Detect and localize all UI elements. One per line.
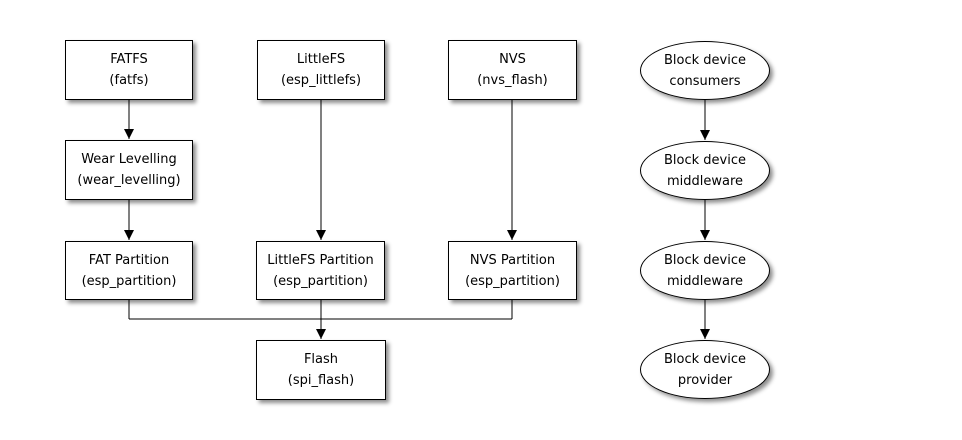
node-littlefs: LittleFS (esp_littlefs)	[257, 40, 385, 100]
node-block-device-middleware-2: Block device middleware	[640, 241, 770, 300]
node-block-device-provider-line2: provider	[677, 372, 733, 388]
node-littlefs-partition-title: LittleFS Partition	[267, 252, 374, 268]
node-flash: Flash (spi_flash)	[256, 340, 386, 400]
node-nvs-partition-title: NVS Partition	[469, 252, 556, 268]
node-block-device-middleware-1-line2: middleware	[666, 173, 744, 189]
node-nvs-title: NVS	[499, 52, 526, 67]
node-block-device-middleware-1-line1: Block device	[664, 152, 746, 168]
node-flash-title: Flash	[303, 352, 339, 367]
node-wear-levelling-title: Wear Levelling	[81, 152, 177, 167]
node-wear-levelling: Wear Levelling (wear_levelling)	[65, 140, 193, 200]
node-fat-partition-subtitle: (esp_partition)	[81, 273, 177, 289]
node-fatfs: FATFS (fatfs)	[65, 40, 193, 100]
node-fat-partition: FAT Partition (esp_partition)	[65, 241, 193, 300]
node-littlefs-subtitle: (esp_littlefs)	[280, 73, 362, 88]
node-nvs: NVS (nvs_flash)	[448, 40, 577, 100]
node-block-device-middleware-1: Block device middleware	[640, 141, 770, 200]
node-littlefs-title: LittleFS	[296, 52, 346, 67]
node-block-device-middleware-2-line1: Block device	[664, 252, 746, 268]
node-fatfs-subtitle: (fatfs)	[109, 73, 149, 88]
node-fatfs-title: FATFS	[110, 52, 148, 67]
node-fat-partition-title: FAT Partition	[88, 252, 170, 268]
node-nvs-partition-subtitle: (esp_partition)	[465, 273, 560, 289]
node-block-device-consumers: Block device consumers	[640, 41, 770, 100]
node-flash-subtitle: (spi_flash)	[287, 373, 355, 388]
node-block-device-middleware-2-line2: middleware	[666, 273, 744, 289]
node-nvs-subtitle: (nvs_flash)	[477, 73, 548, 88]
node-wear-levelling-subtitle: (wear_levelling)	[77, 173, 181, 188]
node-block-device-consumers-line2: consumers	[669, 73, 741, 89]
node-block-device-consumers-line1: Block device	[664, 52, 746, 68]
node-block-device-provider-line1: Block device	[664, 351, 746, 367]
node-littlefs-partition-subtitle: (esp_partition)	[273, 273, 368, 289]
node-nvs-partition: NVS Partition (esp_partition)	[448, 241, 577, 300]
node-block-device-provider: Block device provider	[640, 340, 770, 399]
node-littlefs-partition: LittleFS Partition (esp_partition)	[256, 241, 385, 300]
